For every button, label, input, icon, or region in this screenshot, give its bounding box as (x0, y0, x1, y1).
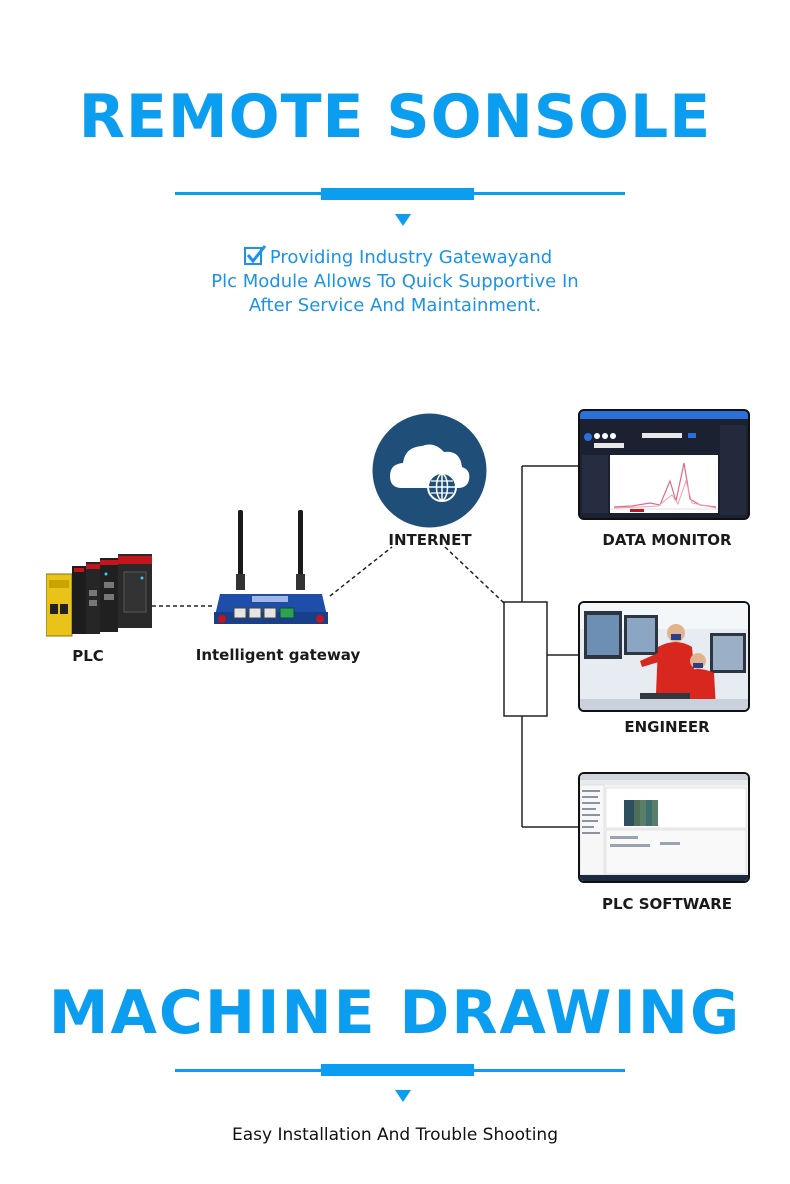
cloud-globe-icon (372, 413, 487, 528)
data-monitor-label: DATA MONITOR (602, 531, 732, 549)
check-icon (243, 245, 266, 265)
router-image (212, 508, 332, 630)
section-caption: Easy Installation And Trouble Shooting (231, 1125, 558, 1145)
engineer-label: ENGINEER (624, 718, 710, 736)
internet-label: INTERNET (388, 531, 472, 549)
internet-hub-link (444, 546, 505, 604)
description-line-1: Providing Industry Gatewayand (0, 244, 790, 270)
arrow-down-icon (395, 214, 411, 226)
section-title-machine-drawing: MACHINE DRAWING (48, 978, 742, 1048)
arrow-down-icon (395, 1090, 411, 1102)
plc-software-label: PLC SOFTWARE (601, 895, 733, 913)
divider-accent (321, 188, 474, 200)
section-title-remote-console: REMOTE SONSOLE (78, 82, 712, 152)
section-description: Providing Industry Gatewayand Plc Module… (0, 244, 790, 318)
software-screenshot (578, 772, 750, 883)
gateway-label: Intelligent gateway (195, 646, 361, 664)
description-line-2: Plc Module Allows To Quick Supportive In (211, 271, 579, 292)
internet-node (372, 413, 487, 528)
hub-box (503, 601, 548, 717)
gateway-internet-link (329, 546, 393, 597)
engineers-photo (578, 601, 750, 712)
plc-label: PLC (72, 647, 104, 665)
monitor-screenshot (578, 409, 750, 520)
description-line-3: After Service And Maintainment. (248, 295, 542, 316)
plc-module-image (45, 552, 154, 638)
divider-accent (321, 1064, 474, 1076)
